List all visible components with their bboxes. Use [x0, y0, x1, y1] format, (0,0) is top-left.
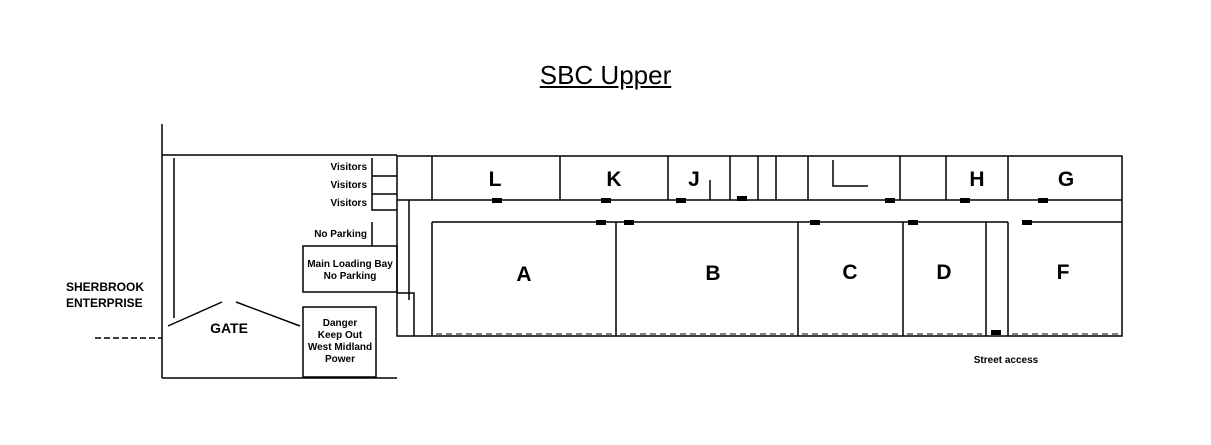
neighbour-label-line1: SHERBROOK [66, 280, 144, 294]
neighbour-label-line2: ENTERPRISE [66, 296, 143, 310]
page-title: SBC Upper [539, 60, 672, 90]
gate-label: GATE [210, 320, 248, 336]
visitors-label: Visitors [331, 180, 368, 191]
unit-H-label: H [969, 168, 984, 191]
gate-line-right [235, 301, 301, 327]
keep-out-label: Keep Out [318, 330, 363, 341]
unit-A-label: A [516, 263, 531, 286]
unit-K-label: K [606, 168, 621, 191]
unit-B-label: B [705, 262, 720, 285]
visitors-label: Visitors [331, 198, 368, 209]
power-label: Power [325, 354, 355, 365]
unit-L-label: L [489, 168, 502, 191]
gate-line-left [167, 301, 223, 327]
west-midland-label: West Midland [308, 342, 372, 353]
visitors-label: Visitors [331, 162, 368, 173]
loading-bay-no-parking-label: No Parking [324, 271, 377, 282]
unit-F-label: F [1057, 261, 1070, 284]
no-parking-label: No Parking [314, 229, 367, 240]
street-access-label: Street access [974, 355, 1039, 366]
unit-G-label: G [1058, 168, 1074, 191]
loading-bay-box [302, 245, 398, 293]
unit-C-label: C [842, 261, 857, 284]
danger-box [302, 306, 377, 378]
loading-bay-label: Main Loading Bay [307, 259, 393, 270]
building-outline [396, 155, 1123, 337]
unit-D-label: D [936, 261, 951, 284]
unit-J-label: J [688, 168, 700, 191]
danger-label: Danger [323, 318, 358, 329]
